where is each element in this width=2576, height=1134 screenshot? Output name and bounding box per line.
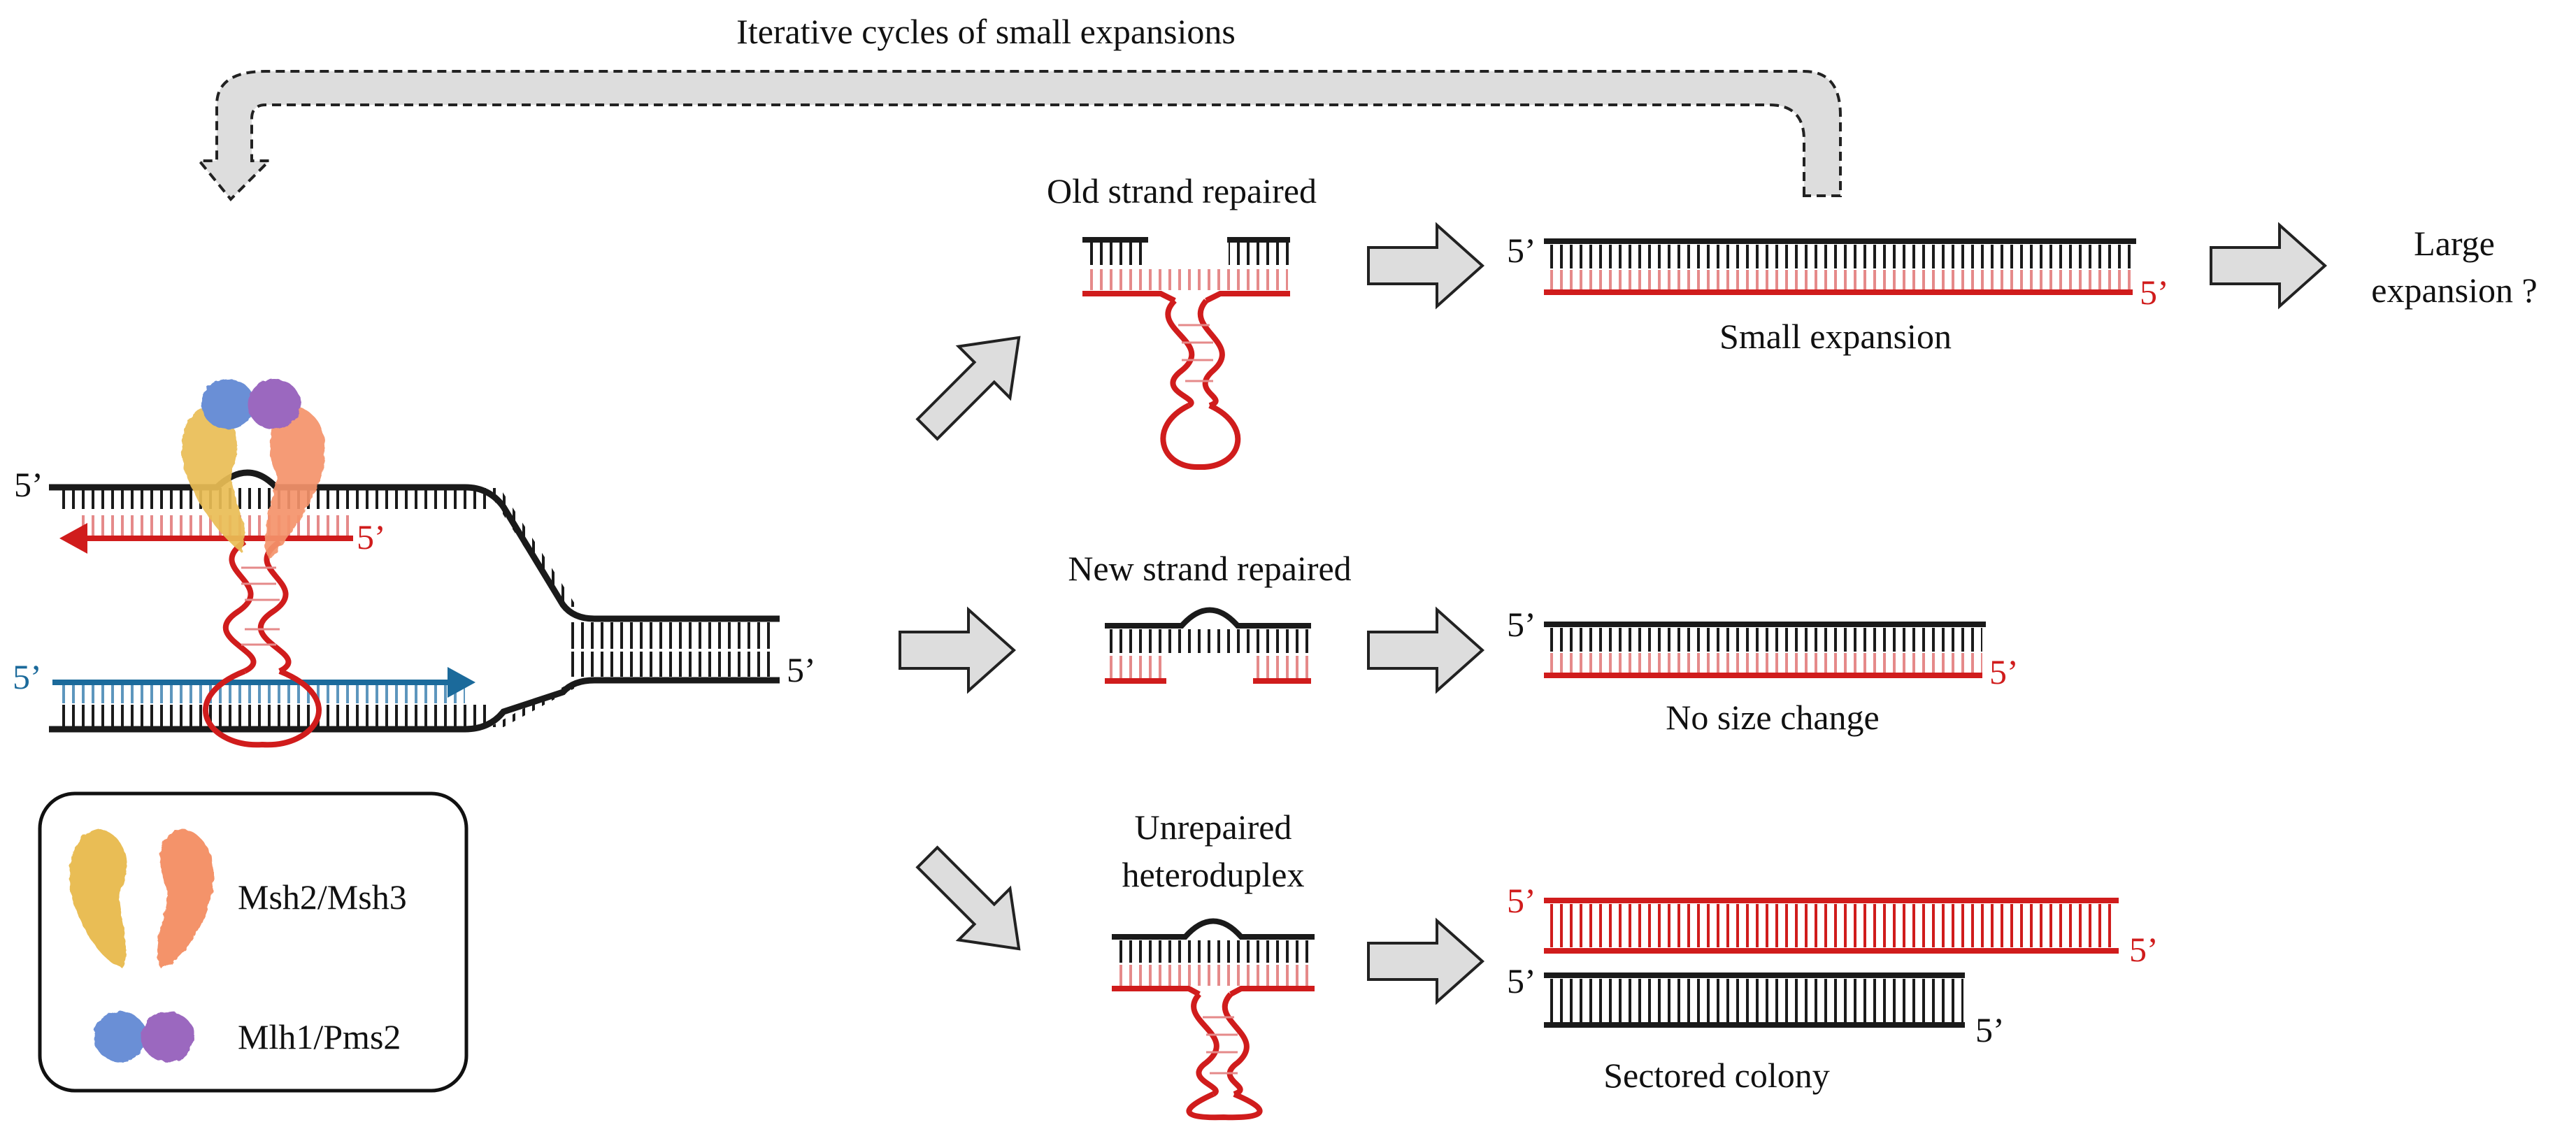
lagging-5prime: 5’	[357, 517, 386, 557]
sectored-black-duplex	[1544, 972, 1965, 1028]
arrow-unrepaired-to-sectored-colony	[1367, 917, 1485, 1005]
arrow-to-old-strand-repaired	[915, 336, 1021, 441]
no-size-change-top-5prime: 5’	[1507, 605, 1536, 644]
arrow-to-unrepaired-heteroduplex	[915, 845, 1021, 951]
large-expansion-label-line2: expansion ?	[2371, 271, 2537, 310]
leading-5prime: 5’	[13, 657, 42, 696]
iterative-cycles-label: Iterative cycles of small expansions	[736, 12, 1236, 51]
legend-label-mlh1-pms2: Mlh1/Pms2	[238, 1017, 401, 1056]
old-strand-repaired-intermediate	[1082, 237, 1290, 471]
legend-box: Msh2/Msh3 Mlh1/Pms2	[38, 791, 468, 1093]
fork-right-5prime: 5’	[787, 650, 816, 689]
sectored-black-bottom-5prime: 5’	[1975, 1010, 2005, 1049]
sectored-colony-label: Sectored colony	[1603, 1056, 1830, 1095]
sectored-red-top-5prime: 5’	[1507, 881, 1536, 920]
fork-top-5prime: 5’	[14, 465, 43, 504]
large-expansion-label-line1: Large	[2414, 224, 2495, 263]
new-strand-repaired-label: New strand repaired	[1068, 549, 1351, 588]
sectored-black-top-5prime: 5’	[1507, 961, 1536, 1000]
legend-label-msh2-msh3: Msh2/Msh3	[238, 877, 407, 917]
branch-arrows	[899, 222, 2328, 1005]
unrepaired-label-line1: Unrepaired	[1135, 808, 1292, 847]
small-expansion-label: Small expansion	[1719, 317, 1952, 356]
no-size-change-label: No size change	[1666, 698, 1879, 737]
feedback-loop-arrow	[196, 70, 1842, 201]
arrow-small-to-large-expansion	[2210, 222, 2328, 310]
no-size-change-duplex	[1544, 622, 1986, 678]
arrow-new-to-no-size-change	[1367, 606, 1485, 694]
sectored-red-bottom-5prime: 5’	[2129, 930, 2159, 969]
sectored-red-duplex	[1544, 898, 2119, 954]
msh2-msh3-icon	[69, 828, 214, 968]
old-strand-repaired-label: Old strand repaired	[1047, 171, 1317, 210]
msh2-msh3-complex-icon	[182, 405, 325, 559]
mlh1-pms2-complex-icon	[201, 379, 301, 429]
small-expansion-duplex	[1544, 238, 2136, 295]
new-strand-repaired-intermediate	[1105, 607, 1311, 684]
unrepaired-heteroduplex-intermediate	[1112, 918, 1315, 1121]
small-expansion-bottom-5prime: 5’	[2140, 273, 2169, 312]
no-size-change-bottom-5prime: 5’	[1989, 652, 2019, 691]
unrepaired-label-line2: heteroduplex	[1122, 855, 1304, 894]
mlh1-pms2-icon	[94, 1012, 194, 1062]
replication-fork	[49, 469, 780, 748]
small-expansion-top-5prime: 5’	[1507, 231, 1536, 270]
arrow-to-new-strand-repaired	[899, 606, 1017, 694]
arrow-old-to-small-expansion	[1367, 222, 1485, 310]
